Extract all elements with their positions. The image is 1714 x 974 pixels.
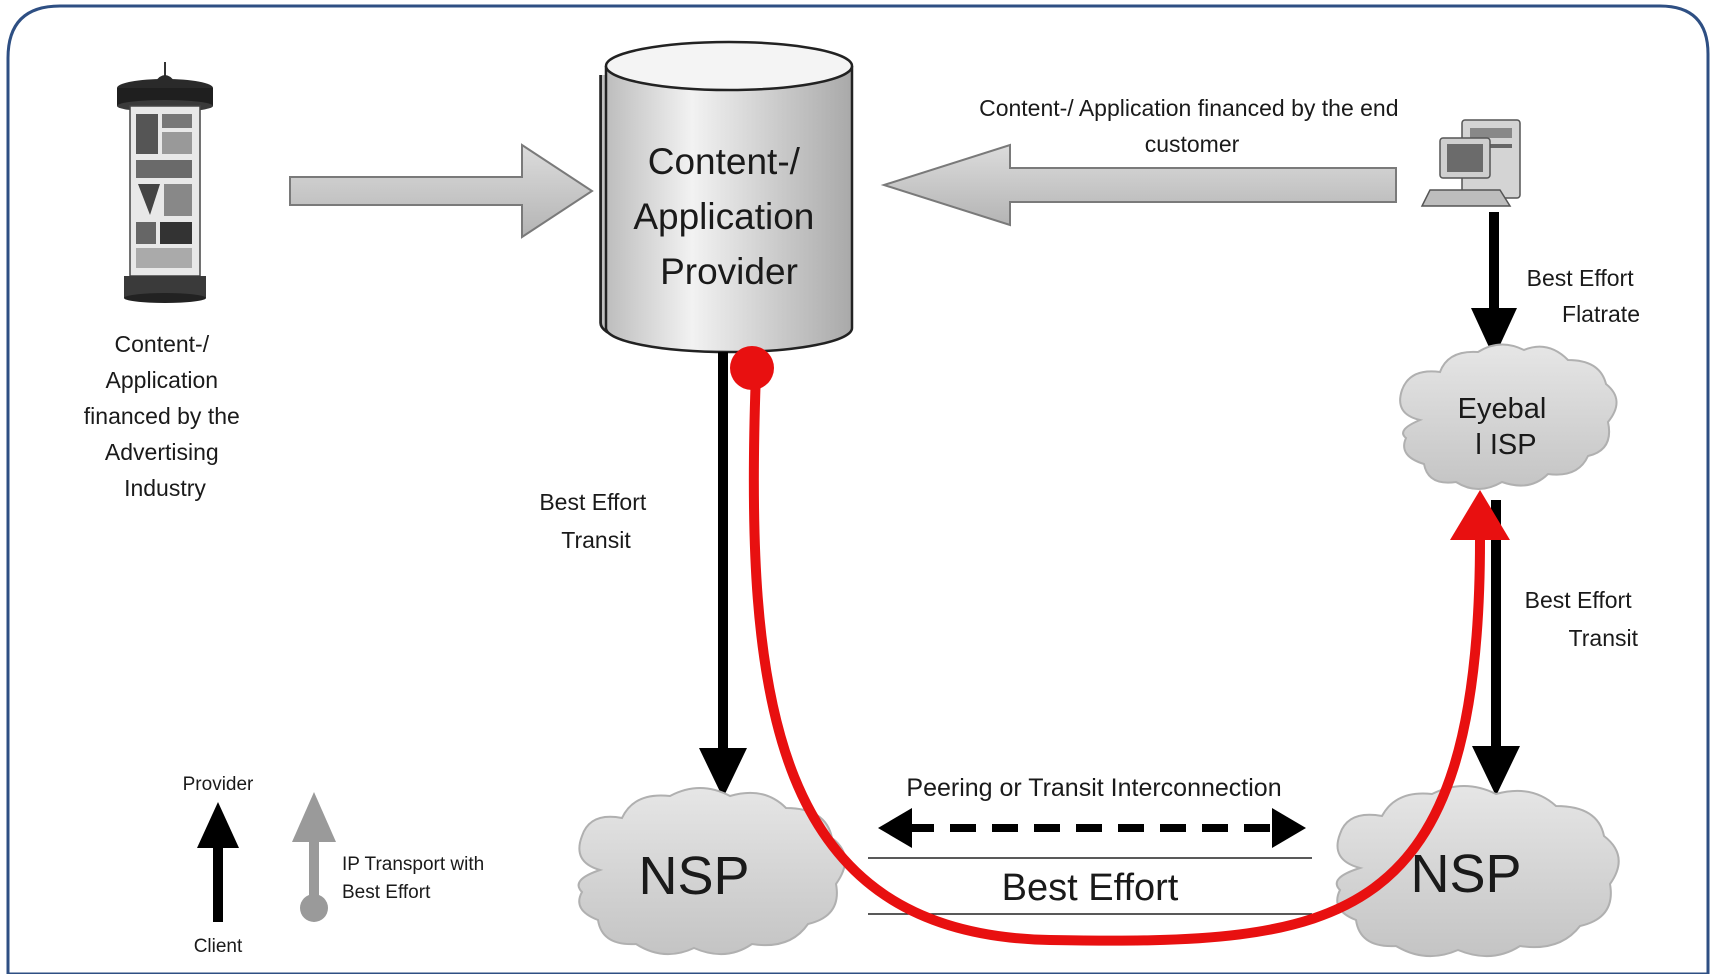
right-transit-arrow: [1472, 500, 1520, 796]
advertising-column-icon: [117, 62, 213, 303]
legend-provider-label: Provider: [183, 774, 254, 795]
peering-arrow: [878, 808, 1306, 848]
red-traffic-path: [730, 346, 1510, 946]
eyeball-isp-cloud: [1399, 343, 1618, 490]
left-transit-label: Best Effort Transit: [539, 489, 652, 553]
end-customer-label: Content-/ Application financed by the en…: [979, 95, 1405, 157]
nsp-left-label: NSP: [638, 846, 749, 906]
peering-label: Peering or Transit Interconnection: [906, 774, 1281, 802]
left-transit-arrow: [699, 352, 747, 798]
customer-to-provider-arrow: [880, 143, 1397, 227]
legend-black-arrow: [197, 802, 239, 922]
nsp-right-cloud: [1335, 785, 1620, 958]
flatrate-label: Best Effort Flatrate: [1527, 265, 1640, 327]
advertising-label: Content-/ Application financed by the Ad…: [84, 331, 246, 501]
nsp-right-label: NSP: [1410, 844, 1521, 904]
best-effort-link-label: Best Effort: [1002, 867, 1179, 909]
eyeball-isp-label: Eyebal l ISP: [1458, 393, 1555, 461]
nsp-left-cloud: [577, 787, 846, 955]
legend-gray-arrow: [292, 792, 336, 922]
legend: Provider Client IP Transport with Best E…: [183, 774, 490, 957]
legend-ip-transport-label: IP Transport with Best Effort: [342, 854, 490, 903]
legend-client-label: Client: [194, 936, 243, 957]
advertising-to-provider-arrow: [289, 143, 594, 239]
computer-icon: [1420, 119, 1521, 207]
diagram-frame: [6, 4, 1710, 974]
flatrate-arrow: [1471, 212, 1517, 358]
provider-label: Content-/ Application Provider: [633, 141, 824, 292]
right-transit-label: Best Effort Transit: [1525, 587, 1639, 651]
provider-cylinder-body: [604, 40, 854, 354]
